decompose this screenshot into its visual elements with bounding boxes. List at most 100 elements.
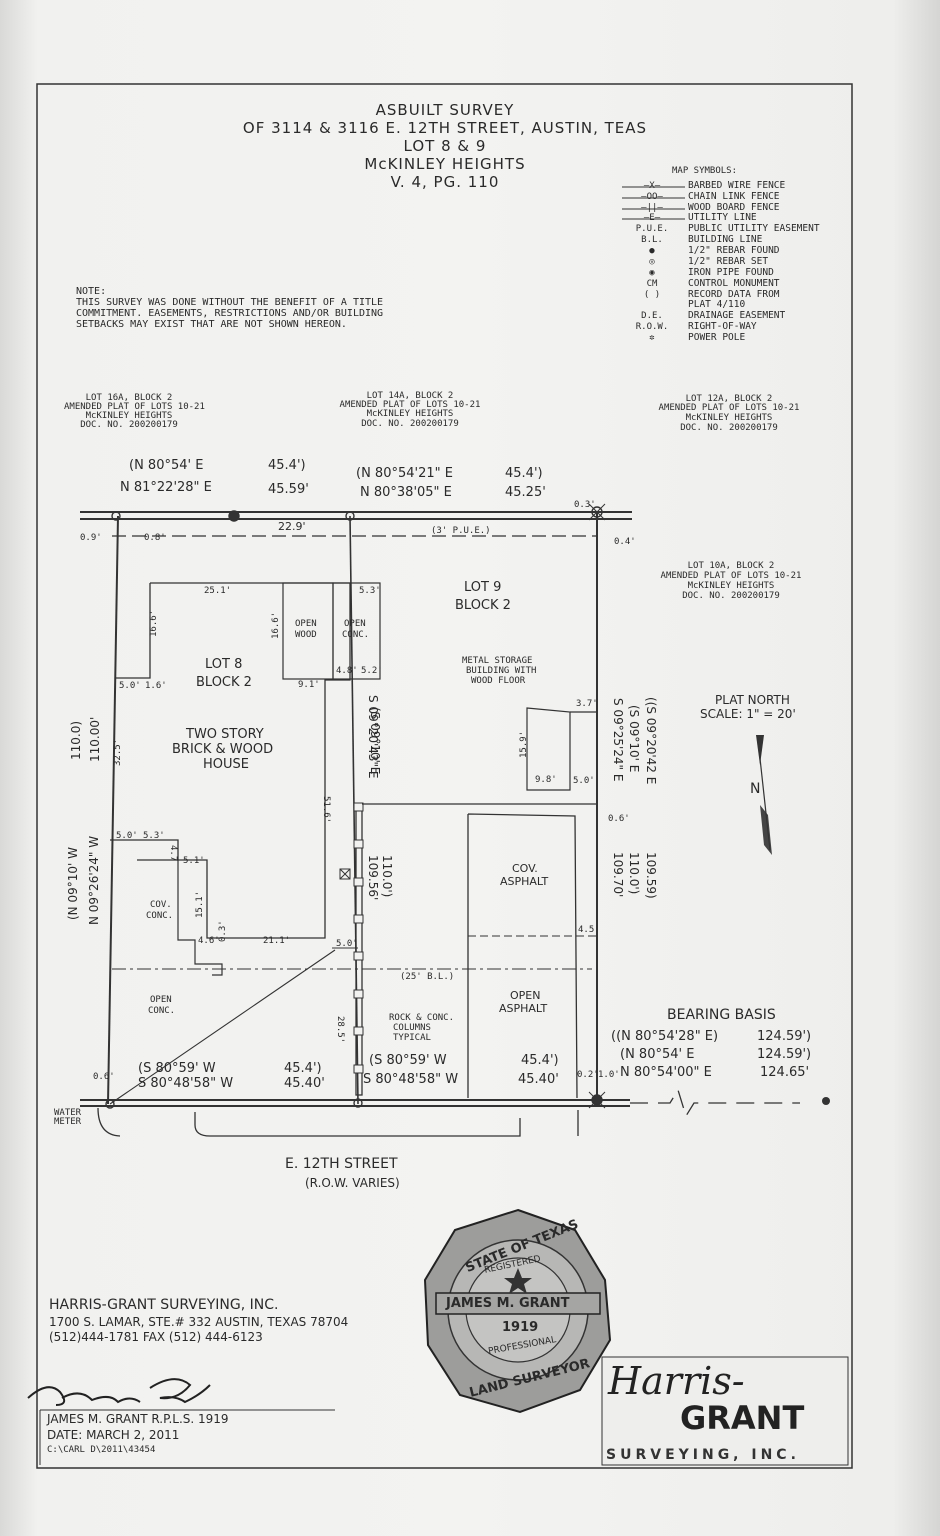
area-label: COLUMNS	[393, 1023, 431, 1033]
adjacent-text: LOT 16A, BLOCK 2	[85, 393, 173, 403]
dim-label: 15.1'	[195, 890, 205, 918]
north-property-line	[80, 511, 632, 520]
dim-label: 4.5	[578, 925, 595, 935]
basis-text: ((N 80°54'28" E)	[611, 1029, 719, 1044]
bearing-text: 110.0')	[627, 852, 641, 895]
title-line-5: V. 4, PG. 110	[390, 173, 500, 191]
dim-label: 1.6'	[145, 681, 167, 691]
adjacent-text: LOT 10A, BLOCK 2	[687, 561, 775, 571]
house-label: BRICK & WOOD	[172, 742, 274, 757]
title-line-4: McKINLEY HEIGHTS	[364, 155, 526, 173]
area-label: CONC.	[146, 911, 174, 921]
bearing-text: (S 80°59' W	[369, 1053, 447, 1068]
bearing-text: 110.0')	[380, 855, 394, 898]
bearing-text: 45.4')	[521, 1053, 559, 1068]
area-label: CONC.	[148, 1006, 176, 1016]
adjacent-text: AMENDED PLAT OF LOTS 10-21	[658, 403, 800, 413]
legend-label: WOOD BOARD FENCE	[688, 202, 780, 213]
legend-key: ●	[649, 246, 655, 256]
legend-key: ( )	[643, 290, 661, 300]
lot-8-label: LOT 8	[205, 657, 243, 672]
bearing-text: S 80°48'58" W	[363, 1072, 459, 1087]
legend-key: —E—	[643, 213, 661, 223]
basis-text: 124.65'	[760, 1065, 810, 1080]
bearing-text: N 80°38'05" E	[360, 485, 452, 500]
cov-conc-outline	[137, 859, 223, 976]
logo-script: Harris-	[608, 1359, 745, 1403]
street-name: E. 12TH STREET	[285, 1156, 398, 1172]
legend-label: UTILITY LINE	[688, 212, 757, 223]
dim-label: 5.2'	[361, 666, 383, 676]
note-line: NOTE:	[76, 286, 107, 297]
bearing-text: (S 09°10' E	[627, 705, 641, 773]
north-label: N	[750, 781, 761, 797]
legend-label: POWER POLE	[688, 332, 746, 343]
legend-key: —X—	[643, 181, 661, 191]
adjacent-text: LOT 14A, BLOCK 2	[366, 391, 454, 401]
sheet-border	[36, 83, 853, 1469]
house-label: TWO STORY	[186, 727, 264, 742]
block-label: BLOCK 2	[455, 598, 511, 613]
seal-graphic	[423, 1208, 612, 1414]
legend-key: P.U.E.	[635, 224, 669, 234]
adjacent-text: DOC. NO. 200200179	[680, 423, 778, 433]
adjacent-text: DOC. NO. 200200179	[80, 420, 178, 430]
dim-label: 15.9'	[519, 730, 529, 758]
bearing-text: S 09°20'43" E	[366, 695, 380, 779]
legend-key: —OO—	[641, 192, 663, 202]
legend-label: RIGHT-OF-WAY	[688, 321, 757, 332]
file-path: C:\CARL D\2011\43454	[47, 1445, 156, 1455]
dim-label: 5.0'	[336, 939, 358, 949]
basis-text: 124.59')	[757, 1029, 812, 1044]
block-label: BLOCK 2	[196, 675, 252, 690]
basis-text: 124.59')	[757, 1047, 812, 1062]
legend-key: B.L.	[641, 235, 663, 245]
bearing-text: 45.4')	[284, 1061, 322, 1076]
diagonal-utility	[109, 949, 336, 1105]
legend-label: BARBED WIRE FENCE	[688, 180, 786, 191]
dim-label: 1.0'	[598, 1070, 620, 1080]
area-label: ROCK & CONC.	[389, 1013, 455, 1023]
legend-label: BUILDING LINE	[688, 234, 763, 245]
curb-line	[97, 1107, 579, 1137]
bearing-basis-line	[630, 1088, 800, 1118]
adjacent-text: AMENDED PLAT OF LOTS 10-21	[64, 402, 205, 412]
dim-label: 5.3'	[359, 586, 381, 596]
dim-label: 21.1'	[263, 936, 291, 946]
dim-label: 5.0'	[116, 831, 138, 841]
dim-label: 9.8'	[535, 775, 557, 785]
bearing-text: 110.00'	[88, 716, 102, 762]
title-line-1: ASBUILT SURVEY	[375, 101, 515, 119]
dim-label: 4.7	[168, 845, 178, 862]
dim-label: 5.1'	[183, 856, 205, 866]
bearing-text: 109.59)	[644, 852, 658, 899]
logo-word: GRANT	[680, 1399, 805, 1437]
west-lot-line	[107, 515, 119, 1105]
dim-label: 0.6'	[93, 1072, 115, 1082]
dim-label: 0.9'	[80, 533, 102, 543]
lot-9-label: LOT 9	[464, 580, 502, 595]
legend-label: 1/2" REBAR SET	[688, 256, 769, 267]
area-label: TYPICAL	[393, 1033, 431, 1043]
area-label: COV.	[150, 900, 172, 910]
adjacent-text: DOC. NO. 200200179	[361, 419, 459, 429]
adjacent-text: McKINLEY HEIGHTS	[685, 413, 773, 423]
legend-label: CHAIN LINK FENCE	[688, 191, 780, 202]
dim-label: 0.8'	[144, 533, 166, 543]
asphalt-outline	[467, 813, 578, 1099]
dim-label: 0.2'	[577, 1070, 599, 1080]
bearing-text: 45.40'	[284, 1076, 325, 1091]
bearing-text: 45.59'	[268, 482, 309, 497]
legend-key: ◎	[649, 257, 655, 267]
legend-lines	[622, 186, 685, 220]
company-address: 1700 S. LAMAR, STE.# 332 AUSTIN, TEXAS 7…	[49, 1315, 349, 1329]
legend-label: RECORD DATA FROM	[688, 289, 780, 300]
dim-label: 32.5'	[113, 738, 123, 766]
adjacent-text: DOC. NO. 200200179	[682, 591, 780, 601]
dim-label: 4.6'	[198, 936, 220, 946]
building-line-label: (25' B.L.)	[400, 972, 455, 982]
area-label: METAL STORAGE	[462, 656, 533, 666]
bearing-text: (S 80°59' W	[138, 1061, 216, 1076]
